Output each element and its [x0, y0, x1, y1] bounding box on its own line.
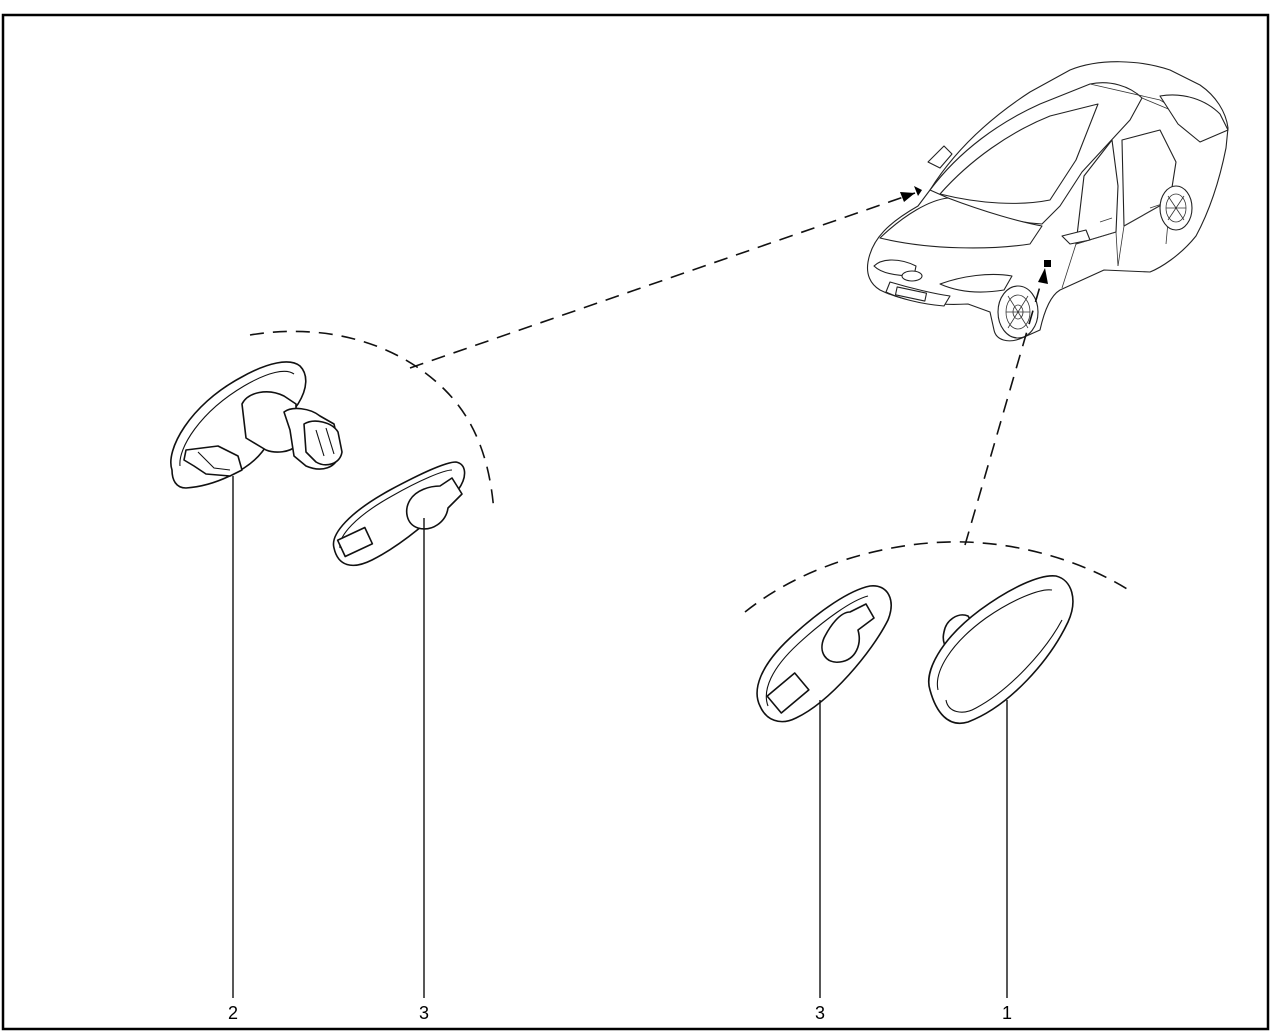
callout-3-left: 3: [419, 1003, 429, 1023]
dashed-connectors: [249, 192, 1133, 613]
gasket-right: [756, 585, 892, 723]
leader-lines: [232, 476, 1008, 998]
repeater-mark-left: [914, 186, 922, 196]
gasket-left: [332, 461, 466, 567]
callout-labels: 2 3 3 1: [228, 1003, 1012, 1023]
car-illustration: [866, 61, 1229, 342]
callout-2: 2: [228, 1003, 238, 1023]
repeater-mark-right: [1044, 260, 1051, 267]
callout-3-right: 3: [815, 1003, 825, 1023]
callout-1: 1: [1002, 1003, 1012, 1023]
diagram-frame: [1, 13, 1270, 1031]
side-turn-signal-lamp-with-bulb: [170, 361, 343, 489]
side-turn-signal-lamp: [928, 575, 1074, 725]
